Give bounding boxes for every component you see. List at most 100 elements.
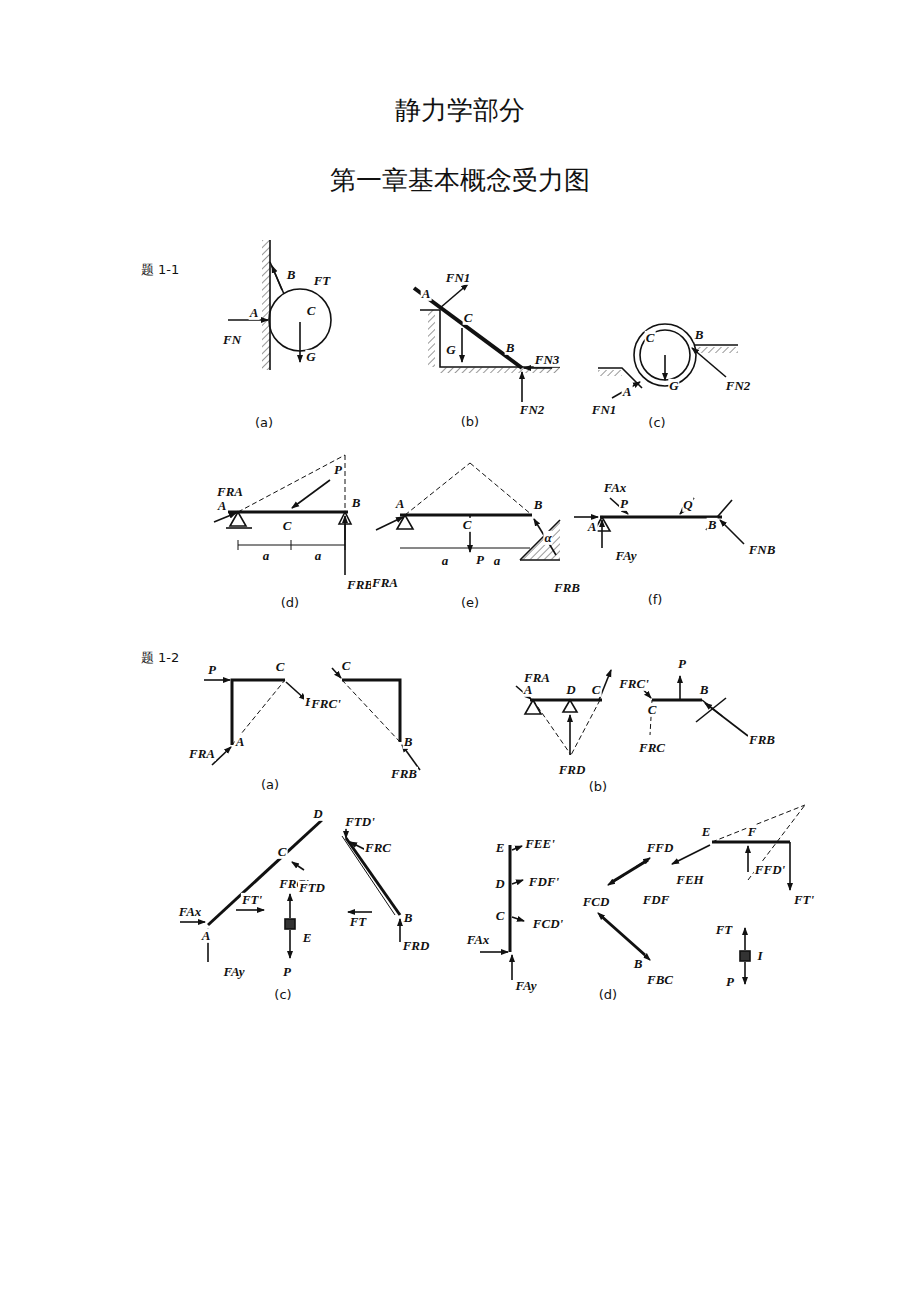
force-label: FRB [553,581,581,595]
point-label: C [306,304,317,318]
force-label: FN1 [445,271,472,285]
force-label: FEH [675,873,704,887]
force-label: FRA [216,485,244,499]
subfigure-label: (b) [588,780,608,794]
force-label: FN2 [519,403,546,417]
subfigure-label: (d) [280,596,300,610]
force-label: FAx [603,481,628,495]
point-label: B [633,957,644,971]
point-label: C [463,311,474,325]
point-label: E [495,841,506,855]
force-label: FCD' [532,917,564,931]
point-label: P [282,965,292,979]
point-label: G [668,379,679,393]
subfigure-label: (c) [273,988,292,1002]
point-label: E [302,931,313,945]
force-label: FRB [346,578,374,592]
point-label: A [395,497,406,511]
point-label: B [699,683,710,697]
force-label: FDF' [528,875,560,889]
problem-number: 题 1-1 [140,263,180,277]
point-label: B [533,498,544,512]
force-label: FT' [241,893,263,907]
page-title: 静力学部分 [394,96,526,125]
point-label: a [262,549,271,563]
force-label: FBC [646,973,674,987]
force-label: FRC [638,741,666,755]
point-label: B [403,735,414,749]
point-label: A [622,385,633,399]
point-label: Q [682,498,693,512]
problem-number: 题 1-2 [140,651,180,665]
point-label: P [333,463,343,477]
point-label: P [725,975,735,989]
force-label: FEE' [524,837,556,851]
point-label: A [523,683,534,697]
point-label: A [201,929,212,943]
point-label: C [647,703,658,717]
point-label: A [587,520,598,534]
point-label: A [421,287,432,301]
point-label: D [494,877,505,891]
force-label: FRD [402,939,431,953]
point-label: B [351,496,362,510]
point-label: P [475,553,485,567]
force-label: FAy [223,965,246,979]
point-label: G [305,350,316,364]
point-label: A [217,499,228,513]
point-label: P [677,657,687,671]
force-label: FTD' [344,815,376,829]
force-label: FNB [748,543,777,557]
point-label: C [591,683,602,697]
point-label: a [441,554,450,568]
point-label: C [282,519,293,533]
subfigure-label: (f) [647,593,664,607]
point-label: B [286,268,297,282]
force-label: FRB [390,767,418,781]
point-label: α [543,531,552,545]
subfigure-label: (a) [254,416,274,430]
point-label: C [495,909,506,923]
force-label: FT [715,923,734,937]
subfigure-label: (a) [260,778,280,792]
point-label: a [314,549,323,563]
force-label: FN [222,333,242,347]
point-label: C [277,845,288,859]
point-label: G [445,343,456,357]
point-label: D [565,683,576,697]
point-label: P [619,497,629,511]
chapter-heading: 第一章基本概念受力图 [329,166,591,195]
force-label: FT [349,915,368,929]
point-label: P [207,663,217,677]
force-label: FAy [615,549,638,563]
force-label: FRA [371,576,399,590]
subfigure-label: (c) [647,416,666,430]
point-label: C [645,331,656,345]
force-label: FAy [515,979,538,993]
point-label: B [694,328,705,342]
subfigure-label: (e) [460,596,480,610]
force-label: FRC' [310,697,342,711]
force-label: FFD' [754,863,786,877]
point-label: C [462,518,473,532]
force-label: FAx [466,933,491,947]
point-label: C [341,659,352,673]
point-label: B [505,341,516,355]
point-label: B [707,518,718,532]
force-label: FN3 [534,353,561,367]
force-label: FFD [646,841,675,855]
force-label: FTD [298,881,326,895]
subfigure-label: (d) [598,988,618,1002]
force-label: FRA [188,747,216,761]
force-label: FRC [364,841,392,855]
force-label: FRC' [618,677,650,691]
point-label: I [756,949,763,963]
force-label: FT' [793,893,815,907]
point-label: C [275,660,286,674]
point-label: D [312,807,323,821]
force-label: FT [313,274,332,288]
force-label: F [747,825,758,839]
point-label: a [493,554,502,568]
